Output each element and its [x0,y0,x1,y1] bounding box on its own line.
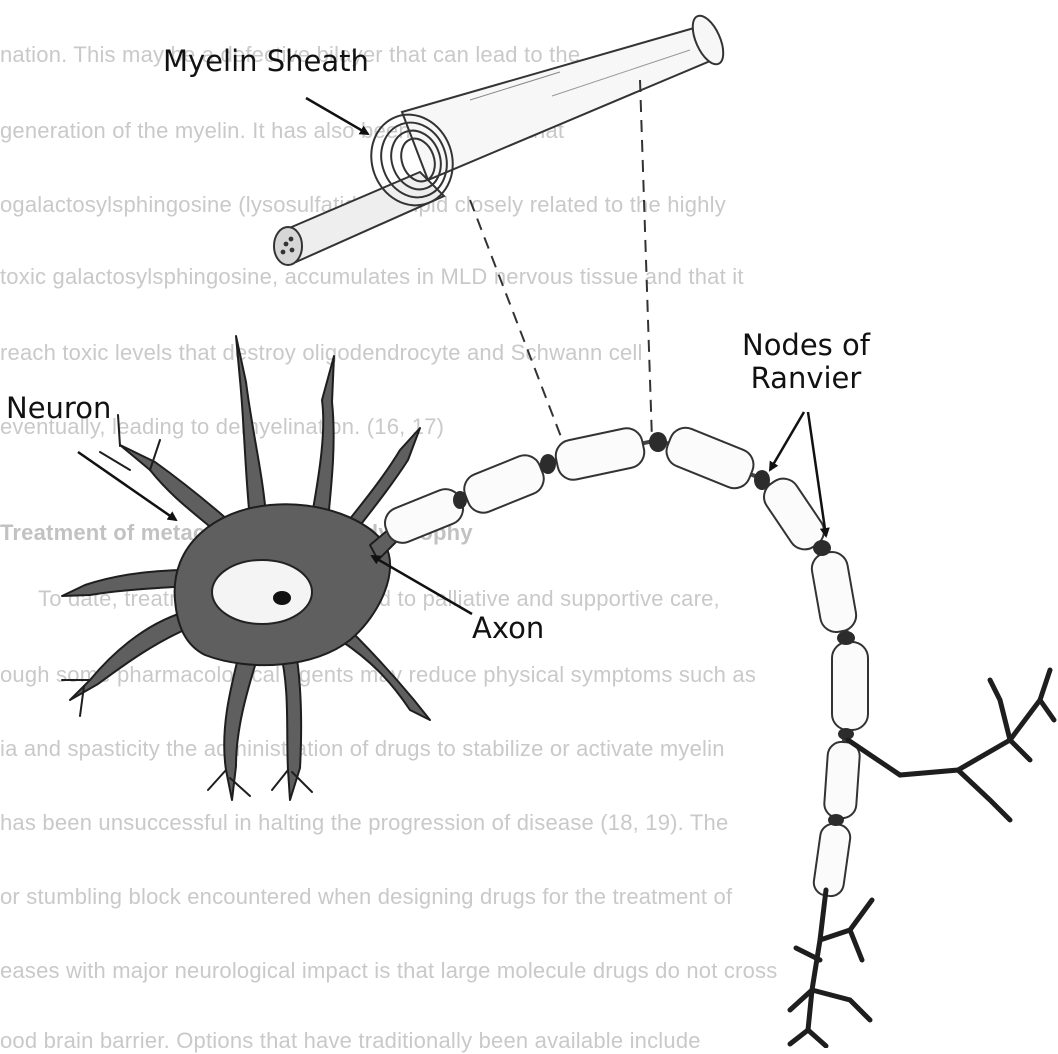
dendrite [62,570,192,596]
myelinated-axon [380,423,868,898]
node-of-ranvier [649,432,667,452]
myelin-segment [832,642,868,730]
axon-core [280,172,444,262]
nodes-arrow-1 [770,412,804,470]
nodes-of-ranvier-label: Nodes of Ranvier [742,329,870,396]
myelin-segment [459,450,548,517]
neuron-cell-body [62,336,430,800]
myelin-segment [812,822,852,897]
dendrite [312,356,334,520]
myelin-segment [380,484,468,547]
node-of-ranvier [828,814,844,826]
projection-line-right [640,80,652,440]
terminal-branch [790,900,872,1046]
nucleolus [273,591,291,605]
axon-label: Axon [472,612,544,645]
node-of-ranvier [813,540,831,556]
node-of-ranvier [838,728,854,740]
node-of-ranvier [837,631,855,645]
projection-line-left [470,200,568,455]
myelin-cylinder-body [402,28,722,180]
myelin-sheath-label: Myelin Sheath [163,45,369,78]
node-of-ranvier [453,491,467,509]
myelin-sheath-arrow [306,98,368,134]
neuron-label: Neuron [6,392,111,425]
neuron-arrow [78,452,176,520]
dendrite [340,630,430,720]
dendrite [62,680,312,796]
myelin-segment [662,423,759,493]
nucleus [212,560,312,624]
myelin-segment [823,741,860,819]
dendrite [70,610,196,700]
myelin-segment [553,425,647,482]
dendrite [236,336,266,520]
node-of-ranvier [754,470,770,490]
node-of-ranvier [540,454,556,474]
nodes-of-ranvier-label-line2: Ranvier [742,362,870,395]
myelin-segment [809,549,858,634]
axon-cut-face [274,227,302,265]
nodes-of-ranvier-label-line1: Nodes of [742,329,870,362]
